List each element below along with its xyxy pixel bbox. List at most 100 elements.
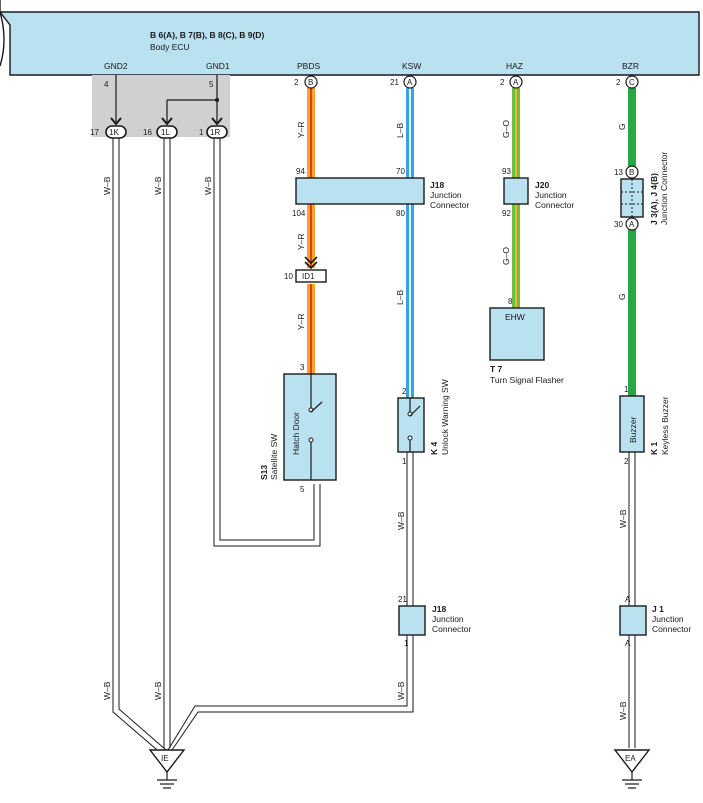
svg-text:J 1: J 1 (652, 604, 664, 614)
svg-text:Keyless Buzzer: Keyless Buzzer (660, 396, 670, 455)
j18-top-junction-connector: 94 104 70 80 J18 Junction Connector (292, 167, 469, 218)
ground-ie-icon: IE (148, 749, 186, 789)
terminal-gnd2-label: GND2 (104, 61, 128, 71)
svg-text:104: 104 (292, 209, 306, 218)
wire-label-wb: W–B (396, 511, 406, 530)
svg-text:3: 3 (300, 363, 305, 372)
j3-j4-junction-connector: B 13 A 30 J 3(A), J 4(B) Junction Connec… (614, 152, 669, 231)
wire-label-wb: W–B (153, 176, 163, 195)
svg-text:2: 2 (624, 457, 629, 466)
terminal-gnd1-label: GND1 (206, 61, 230, 71)
svg-text:J18: J18 (432, 604, 446, 614)
svg-text:Hatch Door: Hatch Door (291, 412, 301, 455)
ground-connector-1l: 1L 16 (143, 125, 178, 139)
svg-text:Junction: Junction (652, 614, 684, 624)
gnd2-pin: 4 (104, 80, 109, 89)
svg-text:Junction Connector: Junction Connector (659, 152, 669, 225)
svg-text:Connector: Connector (652, 624, 691, 634)
svg-text:B: B (308, 78, 313, 87)
wire-yr-pbds (307, 88, 315, 374)
svg-text:2: 2 (616, 78, 621, 87)
ground-connector-1r: 1R 1 (199, 125, 228, 139)
ecu-name-label: Body ECU (150, 42, 190, 52)
ground-connector-1k: 1K 17 (90, 125, 127, 139)
svg-text:1R: 1R (210, 128, 220, 137)
haz-terminal: A 2 (500, 75, 523, 89)
bzr-terminal: C 2 (616, 75, 639, 89)
pbds-terminal: B 2 (294, 75, 318, 89)
svg-text:Satellite SW: Satellite SW (269, 434, 279, 480)
svg-text:21: 21 (398, 595, 407, 604)
ground-ea-icon: EA (613, 749, 651, 789)
svg-text:1: 1 (402, 457, 407, 466)
wire-label-g: G (617, 123, 627, 130)
svg-text:5: 5 (300, 485, 305, 494)
svg-text:Buzzer: Buzzer (628, 416, 638, 443)
svg-text:Turn Signal Flasher: Turn Signal Flasher (490, 375, 564, 385)
svg-text:Junction: Junction (430, 190, 462, 200)
svg-text:2: 2 (294, 78, 299, 87)
svg-text:17: 17 (90, 128, 99, 137)
keyless-buzzer-k1: 1 2 Buzzer K 1 Keyless Buzzer (619, 385, 670, 466)
terminal-bzr-label: BZR (622, 61, 639, 71)
j18-bottom-junction-connector: 21 1 J18 Junction Connector (398, 595, 471, 648)
svg-text:2: 2 (402, 387, 407, 396)
svg-text:13: 13 (614, 168, 623, 177)
wire-label-yr: Y–R (296, 313, 306, 330)
svg-text:21: 21 (390, 78, 399, 87)
wire-label-wb: W–B (618, 509, 628, 528)
wire-label-wb: W–B (102, 681, 112, 700)
body-ecu-box (0, 0, 700, 76)
wire-wb-k4-j18 (167, 452, 414, 751)
svg-text:1K: 1K (109, 128, 119, 137)
svg-text:A: A (513, 78, 519, 87)
wire-g-bzr (628, 88, 636, 396)
svg-text:C: C (629, 78, 635, 87)
ecu-connectors-label: B 6(A), B 7(B), B 8(C), B 9(D) (150, 30, 264, 40)
wire-label-g: G (617, 293, 627, 300)
wire-lb-ksw (406, 88, 414, 398)
svg-text:S13: S13 (259, 465, 269, 480)
svg-text:EA: EA (625, 754, 636, 763)
svg-text:2: 2 (500, 78, 505, 87)
svg-text:8: 8 (508, 297, 513, 306)
svg-text:K 1: K 1 (649, 442, 659, 456)
svg-text:92: 92 (502, 209, 511, 218)
svg-text:A: A (625, 639, 631, 648)
svg-text:94: 94 (296, 167, 305, 176)
svg-text:ID1: ID1 (302, 272, 315, 281)
svg-text:EHW: EHW (505, 312, 525, 322)
svg-text:Junction: Junction (432, 614, 464, 624)
wire-label-wb: W–B (203, 176, 213, 195)
j1-junction-connector: A A J 1 Junction Connector (619, 595, 691, 648)
svg-text:16: 16 (143, 128, 152, 137)
svg-text:Junction: Junction (535, 190, 567, 200)
gnd1-pin: 5 (209, 80, 214, 89)
svg-text:A: A (407, 78, 413, 87)
unlock-warning-switch-k4: 2 1 K 4 Unlock Warning SW (397, 379, 450, 466)
svg-text:10: 10 (284, 272, 293, 281)
svg-text:1: 1 (199, 128, 204, 137)
wire-wb-1l (163, 138, 171, 748)
svg-text:A: A (629, 220, 635, 229)
svg-text:B: B (629, 168, 634, 177)
wire-wb-1k (112, 138, 167, 756)
svg-text:J 3(A), J 4(B): J 3(A), J 4(B) (649, 173, 659, 225)
satellite-switch-s13: 3 5 Hatch Door S13 Satellite SW (259, 363, 337, 494)
wire-label-wb: W–B (102, 176, 112, 195)
svg-text:93: 93 (502, 167, 511, 176)
svg-text:1: 1 (404, 639, 409, 648)
svg-text:J18: J18 (430, 180, 444, 190)
wire-wb-k1 (628, 452, 636, 748)
svg-text:Connector: Connector (535, 200, 574, 210)
id1-connector: ID1 10 (284, 269, 327, 283)
wire-label-lb: L–B (395, 123, 405, 138)
svg-text:30: 30 (614, 220, 623, 229)
terminal-pbds-label: PBDS (297, 61, 320, 71)
terminal-ksw-label: KSW (402, 61, 421, 71)
svg-text:IE: IE (161, 754, 169, 763)
wire-label-wb: W–B (396, 681, 406, 700)
svg-text:T 7: T 7 (490, 364, 503, 374)
svg-text:70: 70 (396, 167, 405, 176)
